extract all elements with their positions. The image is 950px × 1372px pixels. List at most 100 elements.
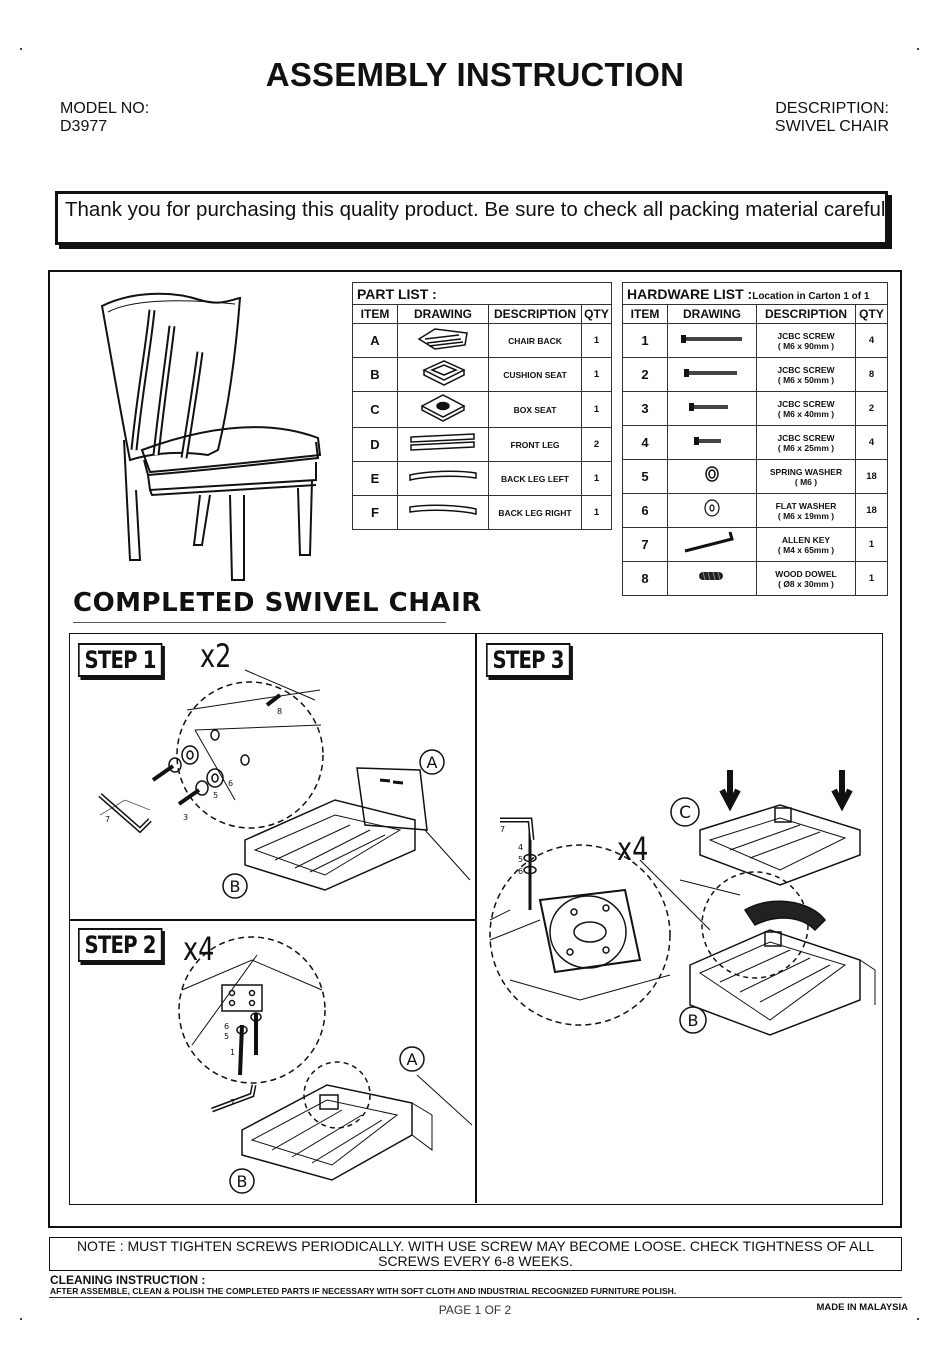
- model-value: D3977: [60, 118, 108, 135]
- callout-7: 7: [105, 815, 110, 824]
- page-number: PAGE 1 OF 2: [438, 1303, 512, 1317]
- item-code: 1: [622, 323, 668, 358]
- part-description: CUSHION SEAT: [488, 357, 582, 392]
- part-description: BACK LEG LEFT: [488, 461, 582, 496]
- table-row: 7 ALLEN KEY ( M4 x 65mm ) 1: [622, 527, 888, 562]
- step-divider-horizontal: [70, 919, 476, 921]
- item-code: 5: [622, 459, 668, 494]
- header-description: DESCRIPTION: [756, 304, 856, 324]
- callout-5: 5: [224, 1032, 229, 1041]
- table-row: E BACK LEG LEFT 1: [352, 461, 612, 496]
- model-info: MODEL NO: D3977: [60, 100, 149, 136]
- screw-90mm-drawing: [667, 323, 757, 358]
- cushion-seat-drawing: [397, 357, 489, 392]
- allen-key-drawing: [667, 527, 757, 562]
- corner-mark: [917, 48, 919, 50]
- table-row: C BOX SEAT 1: [352, 391, 612, 428]
- hardware-qty: 2: [855, 391, 888, 426]
- step-divider-vertical: [475, 634, 477, 1203]
- table-row: B CUSHION SEAT 1: [352, 357, 612, 392]
- step-2-multiplier: x4: [183, 930, 215, 968]
- item-code: 6: [622, 493, 668, 528]
- callout-4: 4: [518, 843, 523, 852]
- part-qty: 1: [581, 461, 612, 496]
- screw-40mm-drawing: [667, 391, 757, 426]
- hardware-description: WOOD DOWEL ( Ø8 x 30mm ): [756, 561, 856, 596]
- callout-6: 6: [224, 1022, 229, 1031]
- header-item: ITEM: [622, 304, 668, 324]
- item-code: E: [352, 461, 398, 496]
- hardware-qty: 1: [855, 561, 888, 596]
- step-3-illustration: C B 7 4 5 6: [489, 770, 876, 1036]
- screw-25mm-drawing: [667, 425, 757, 460]
- callout-7: 7: [230, 1098, 235, 1107]
- hardware-description: ALLEN KEY ( M4 x 65mm ): [756, 527, 856, 562]
- step-1-multiplier: x2: [200, 637, 232, 675]
- table-row: A CHAIR BACK 1: [352, 323, 612, 358]
- cleaning-title: CLEANING INSTRUCTION :: [50, 1273, 206, 1287]
- part-qty: 1: [581, 495, 612, 530]
- part-list-caption: PART LIST :: [352, 282, 612, 305]
- wood-dowel-drawing: [667, 561, 757, 596]
- hardware-qty: 4: [855, 323, 888, 358]
- part-qty: 1: [581, 357, 612, 392]
- item-code: 8: [622, 561, 668, 596]
- item-code: C: [352, 391, 398, 428]
- header-item: ITEM: [352, 304, 398, 324]
- corner-mark: [917, 1318, 919, 1320]
- step-3-label: STEP 3: [486, 643, 571, 677]
- maintenance-note: NOTE : MUST TIGHTEN SCREWS PERIODICALLY.…: [49, 1237, 902, 1271]
- part-qty: 1: [581, 323, 612, 358]
- main-panel: [48, 270, 902, 1228]
- hardware-description: SPRING WASHER ( M6 ): [756, 459, 856, 494]
- step-2-illustration: A B 6 5 1 7: [178, 936, 472, 1194]
- completed-chair-illustration: [100, 292, 322, 581]
- intro-notice: Thank you for purchasing this quality pr…: [55, 191, 888, 245]
- item-code: A: [352, 323, 398, 358]
- page-title: ASSEMBLY INSTRUCTION: [265, 56, 685, 93]
- callout-b: B: [688, 1011, 699, 1030]
- part-description: BACK LEG RIGHT: [488, 495, 582, 530]
- screw-50mm-drawing: [667, 357, 757, 392]
- table-row: 5 SPRING WASHER ( M6 ) 18: [622, 459, 888, 494]
- table-row: 4 JCBC SCREW ( M6 x 25mm ) 4: [622, 425, 888, 460]
- front-leg-drawing: [397, 427, 489, 462]
- table-row: D FRONT LEG 2: [352, 427, 612, 462]
- item-code: F: [352, 495, 398, 530]
- table-row: 2 JCBC SCREW ( M6 x 50mm ) 8: [622, 357, 888, 392]
- callout-6: 6: [518, 867, 523, 876]
- item-code: D: [352, 427, 398, 462]
- part-description: FRONT LEG: [488, 427, 582, 462]
- back-leg-left-drawing: [397, 461, 489, 496]
- hardware-list-table: HARDWARE LIST :Location in Carton 1 of 1…: [622, 282, 888, 596]
- hardware-qty: 8: [855, 357, 888, 392]
- cleaning-divider: [49, 1297, 902, 1298]
- table-row: 3 JCBC SCREW ( M6 x 40mm ) 2: [622, 391, 888, 426]
- part-description: BOX SEAT: [488, 391, 582, 428]
- header-drawing: DRAWING: [397, 304, 489, 324]
- description-label: DESCRIPTION:: [775, 100, 889, 117]
- callout-3: 3: [183, 813, 188, 822]
- header-qty: QTY: [581, 304, 612, 324]
- box-seat-drawing: [397, 391, 489, 428]
- spring-washer-drawing: [667, 459, 757, 494]
- hardware-description: JCBC SCREW ( M6 x 25mm ): [756, 425, 856, 460]
- hardware-list-caption: HARDWARE LIST :Location in Carton 1 of 1: [622, 282, 888, 305]
- hardware-qty: 18: [855, 493, 888, 528]
- item-code: 7: [622, 527, 668, 562]
- part-qty: 1: [581, 391, 612, 428]
- carton-location: Location in Carton 1 of 1: [752, 290, 870, 302]
- hardware-description: JCBC SCREW ( M6 x 40mm ): [756, 391, 856, 426]
- cleaning-body: AFTER ASSEMBLE, CLEAN & POLISH THE COMPL…: [50, 1286, 677, 1296]
- made-in-label: MADE IN MALAYSIA: [816, 1302, 909, 1313]
- callout-a: A: [407, 1050, 418, 1069]
- step-1-illustration: A B 7 3 5 6 8: [98, 669, 471, 899]
- callout-1: 1: [230, 1048, 235, 1057]
- flat-washer-drawing: [667, 493, 757, 528]
- completed-chair-label: COMPLETED SWIVEL CHAIR: [73, 588, 482, 618]
- item-code: 4: [622, 425, 668, 460]
- table-row: 1 JCBC SCREW ( M6 x 90mm ) 4: [622, 323, 888, 358]
- callout-8: 8: [277, 707, 282, 716]
- header-qty: QTY: [855, 304, 888, 324]
- step-2-label: STEP 2: [78, 928, 163, 962]
